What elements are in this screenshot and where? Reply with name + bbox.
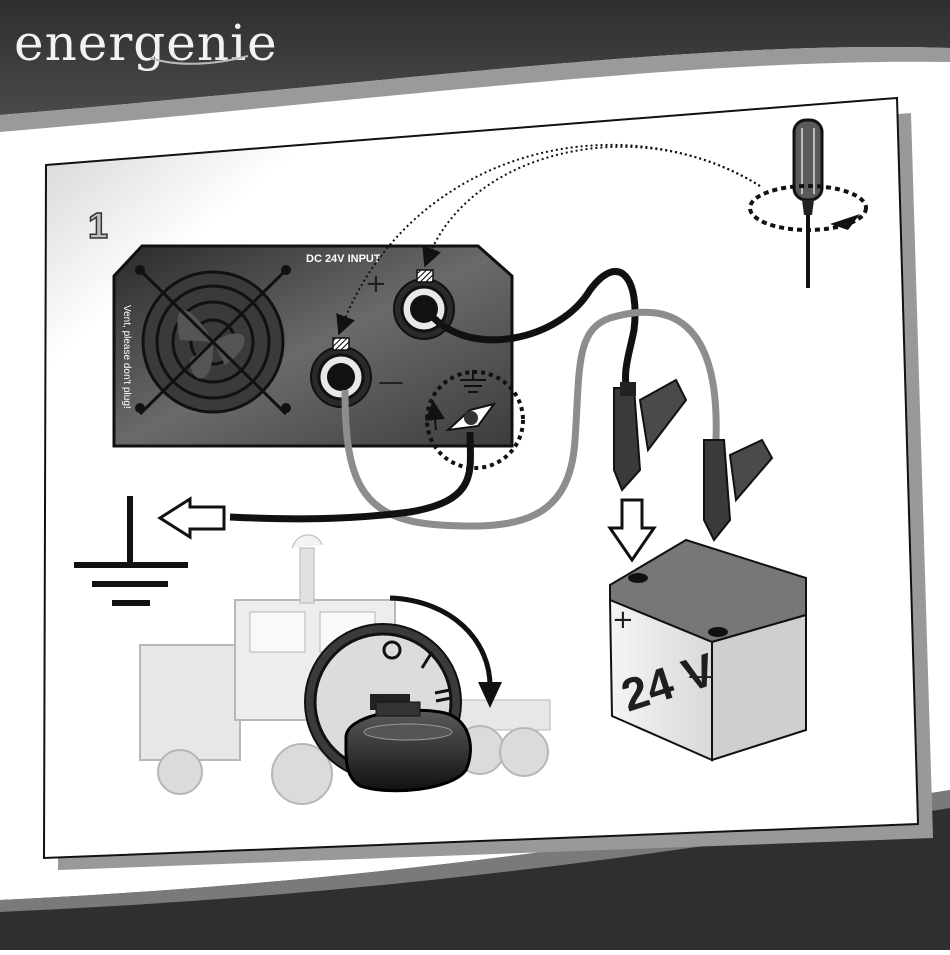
battery-icon: + — 24 V [610, 540, 806, 760]
brand-logo: energenie [14, 14, 278, 72]
brand-logo-text: energenie [14, 14, 278, 72]
battery-plus-symbol: + [612, 605, 634, 635]
step-number: 1 [88, 205, 108, 246]
inverter-minus-symbol: — [378, 367, 404, 397]
dc-input-label: DC 24V INPUT [306, 253, 381, 265]
inverter-plus-symbol: + [365, 269, 387, 299]
inverter-panel: Vent, please don't plug! DC 24V INPUT + … [114, 246, 523, 468]
vent-label: Vent, please don't plug! [121, 305, 132, 409]
